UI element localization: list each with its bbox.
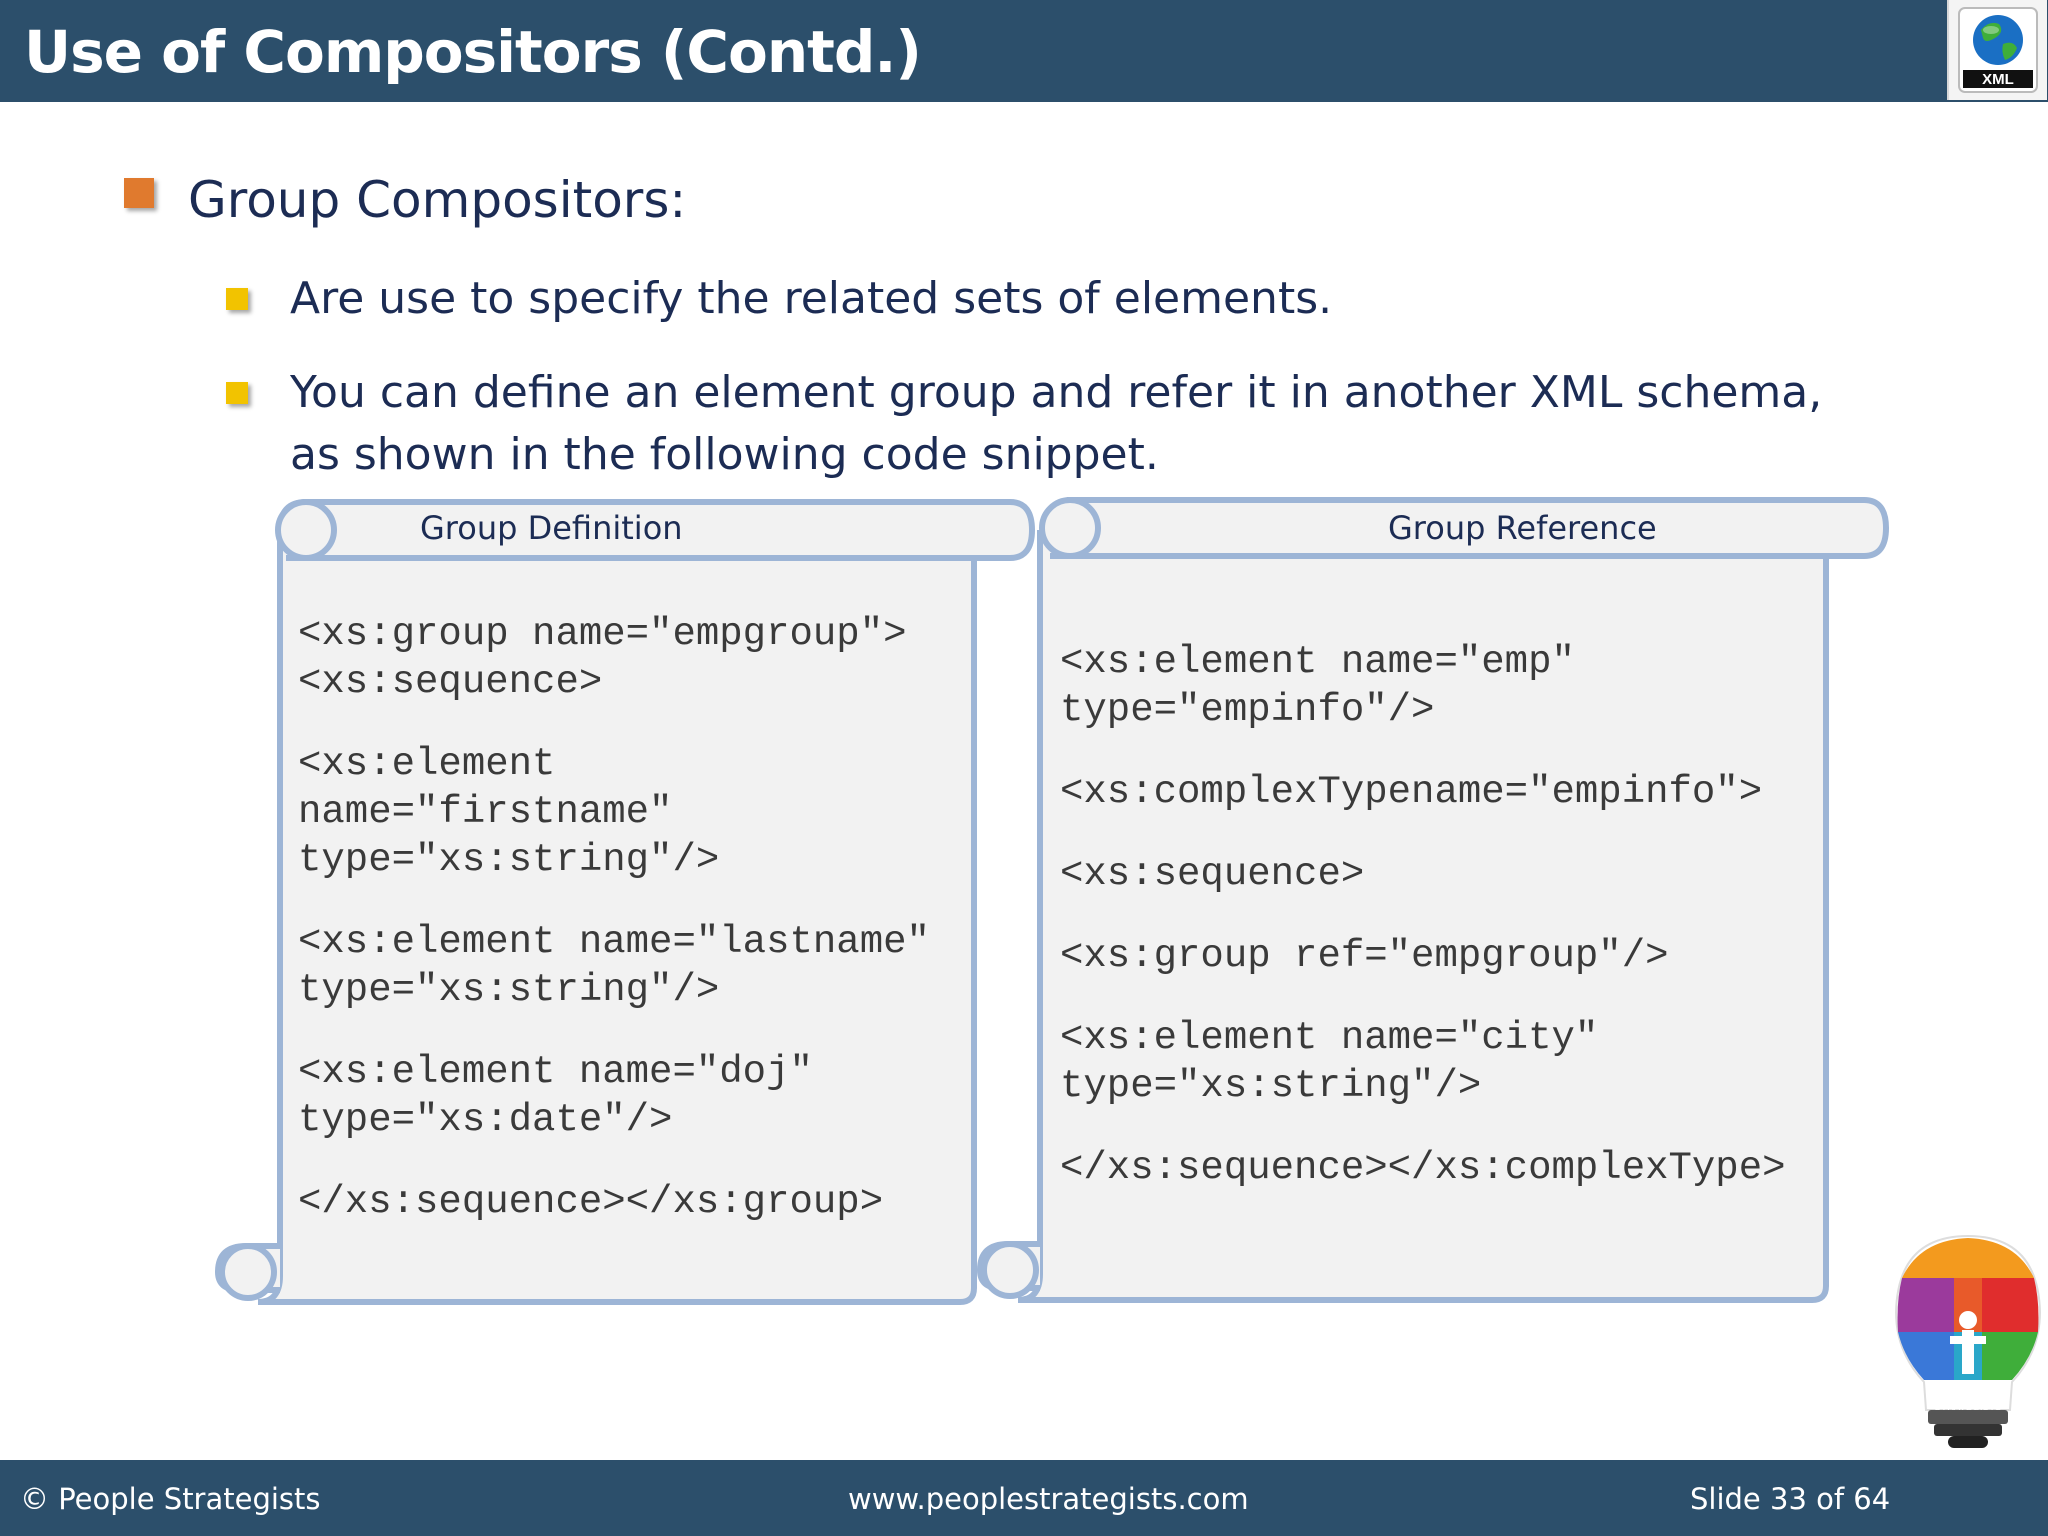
code-line: type="xs:date"/> [298,1098,673,1142]
group-definition-scroll [214,499,1036,1305]
group-definition-title: Group Definition [420,509,683,547]
scroll-shapes [214,497,1890,1305]
code-line: <xs:element name="emp" [1060,640,1575,684]
group-reference-code: <xs:element name="emp" type="empinfo"/> … [1060,638,1786,1192]
code-line: type="empinfo"/> [1060,688,1435,732]
footer-website: www.peoplestrategists.com [848,1482,1249,1516]
code-line: <xs:sequence> [298,660,603,704]
title-bar: Use of Compositors (Contd.) XML [0,0,2048,102]
sub-bullet-marker [226,288,248,310]
main-bullet-text: Group Compositors: [188,171,687,229]
slide-number: Slide 33 of 64 [1690,1482,1891,1516]
xml-globe-logo: XML [1947,0,2047,100]
code-line: <xs:group name="empgroup"> [298,612,907,656]
sub-bullet-text: You can define an element group and refe… [290,367,1823,480]
code-line: type="xs:string"/> [298,838,720,882]
code-line: type="xs:string"/> [298,968,720,1012]
code-line: <xs:element name="city" [1060,1016,1599,1060]
bulb-logo-text-line2: STRATEGISTS [1935,1402,2002,1413]
code-line: name="firstname" [298,790,673,834]
code-line: <xs:element name="lastname" [298,920,930,964]
code-line: </xs:sequence></xs:group> [298,1180,884,1224]
code-line: type="xs:string"/> [1060,1064,1482,1108]
sub-bullet-marker [226,382,248,404]
slide-title: Use of Compositors (Contd.) [24,18,922,86]
code-line: <xs:element name="doj" [298,1050,813,1094]
group-reference-title: Group Reference [1388,509,1657,547]
people-strategists-bulb-logo: PEOPLE STRATEGISTS [1894,1234,2042,1448]
sub-bullet-text: Are use to specify the related sets of e… [290,273,1333,324]
bulb-logo-text-line1: PEOPLE [1947,1388,1989,1401]
code-line: <xs:sequence> [1060,852,1365,896]
xml-logo-text: XML [1982,71,2014,88]
footer-copyright: © People Strategists [20,1482,321,1516]
main-bullet-marker [124,178,154,208]
code-line: <xs:element [298,742,556,786]
footer-bar: © People Strategists www.peoplestrategis… [0,1460,2048,1536]
code-line: <xs:group ref="empgroup"/> [1060,934,1669,978]
group-definition-code: <xs:group name="empgroup"> <xs:sequence>… [298,610,930,1226]
code-line: </xs:sequence></xs:complexType> [1060,1146,1786,1190]
group-reference-scroll [976,497,1890,1303]
code-line: <xs:complexTypename="empinfo"> [1060,770,1763,814]
